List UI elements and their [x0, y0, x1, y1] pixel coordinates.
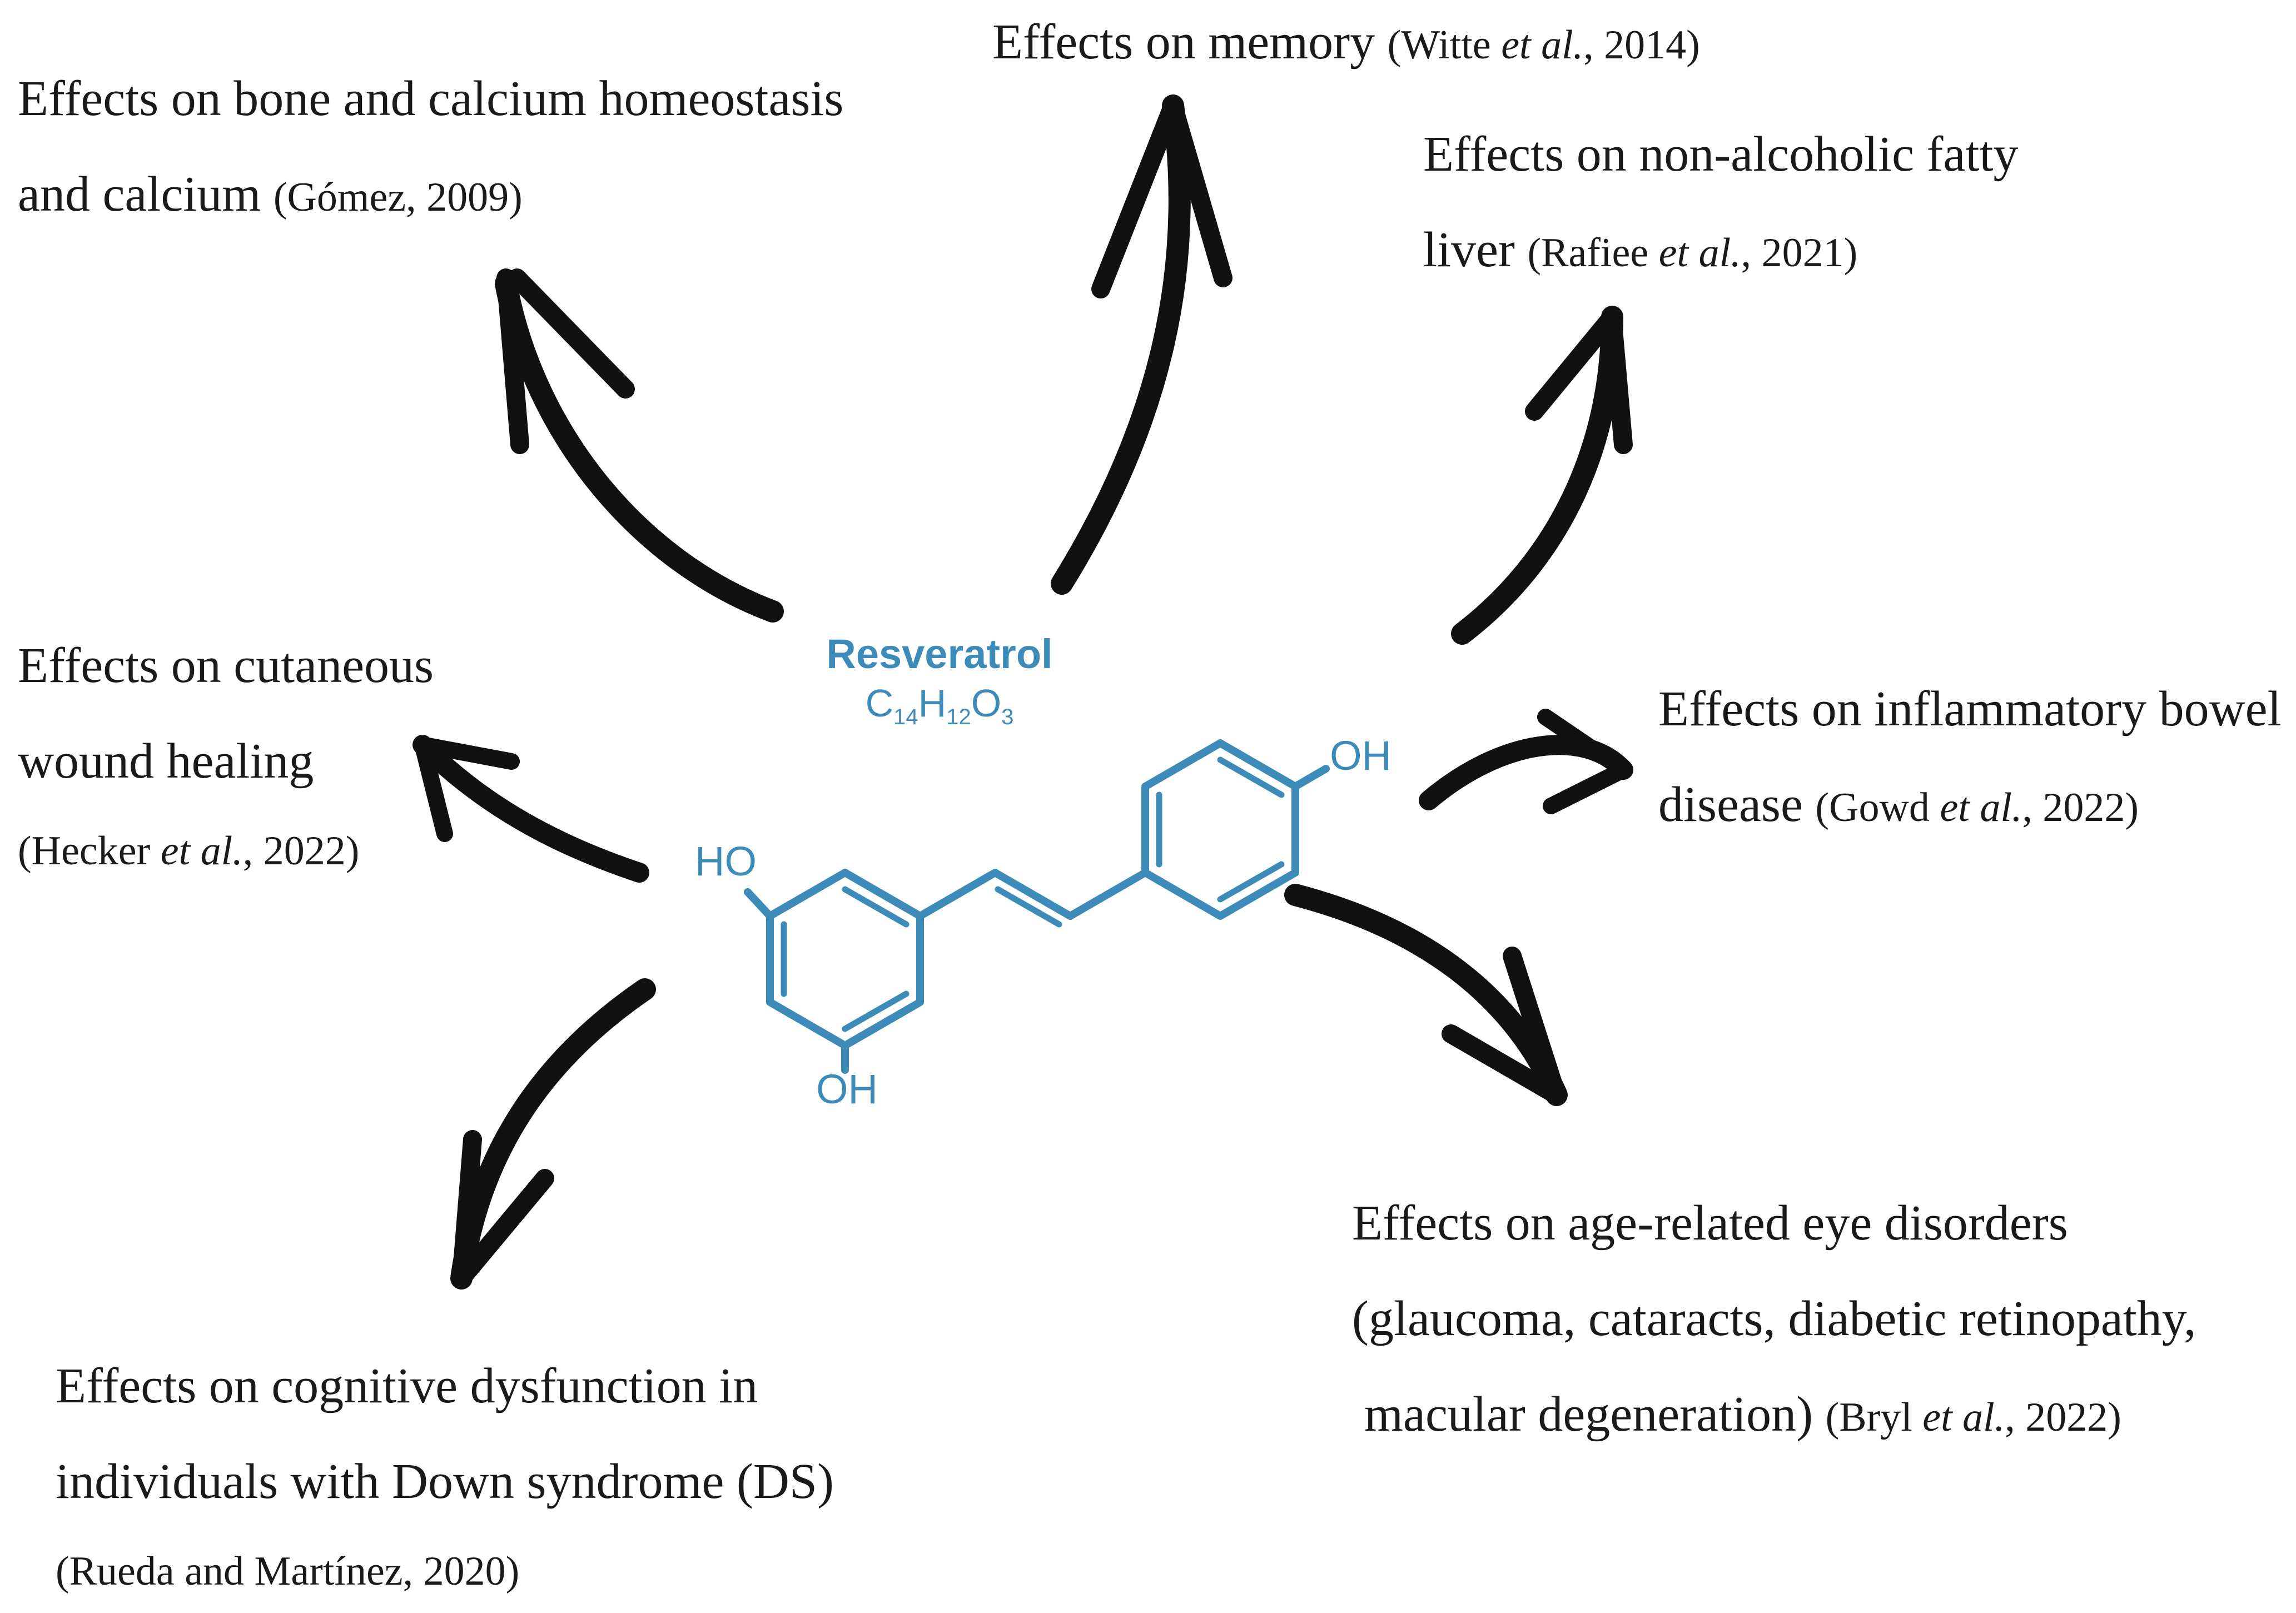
molecule-formula: C14H12O3 — [865, 681, 1014, 729]
molecule-name: Resveratrol — [826, 631, 1053, 677]
arrow-to-eye — [1284, 884, 1568, 1106]
label-eye: Effects on age-related eye disorders (gl… — [1352, 1196, 2196, 1442]
arrow-to-memory — [1051, 94, 1233, 595]
group-oh-top: OH — [1330, 733, 1391, 779]
group-ho-left: HO — [695, 838, 757, 884]
group-oh-bottom: OH — [816, 1066, 878, 1112]
arrow-to-liver — [1451, 306, 1633, 645]
label-wound: Effects on cutaneous wound healing (Heck… — [18, 638, 434, 874]
label-memory: Effects on memory (Witte et al., 2014) — [992, 14, 1700, 69]
label-liver: Effects on non-alcoholic fatty liver (Ra… — [1423, 127, 2019, 277]
arrow-to-bone — [495, 268, 784, 623]
label-ds: Effects on cognitive dysfunction in indi… — [56, 1358, 834, 1594]
arrow-to-ibd — [1419, 709, 1633, 814]
arrow-to-ds — [450, 978, 656, 1290]
arrow-to-wound — [413, 735, 649, 883]
label-ibd: Effects on inflammatory bowel disease (G… — [1658, 681, 2282, 832]
molecule-structure — [744, 739, 1330, 1074]
label-bone: Effects on bone and calcium homeostasis … — [18, 71, 844, 222]
